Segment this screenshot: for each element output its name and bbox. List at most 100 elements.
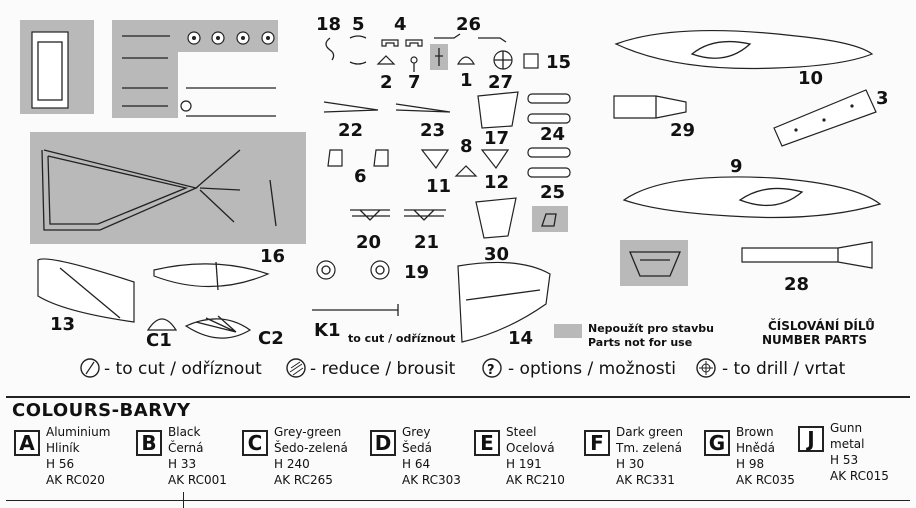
colour-a-ak: AK RC020: [46, 473, 105, 487]
colour-b-ak: AK RC001: [168, 473, 227, 487]
colour-code-j: J: [798, 426, 824, 452]
label-5: 5: [352, 14, 365, 35]
colour-d-h: H 64: [402, 457, 431, 471]
label-22: 22: [338, 120, 363, 141]
label-29: 29: [670, 120, 695, 141]
part-8: [454, 165, 478, 177]
colour-code-e: E: [474, 430, 500, 456]
label-18: 18: [316, 14, 341, 35]
part-5a: [349, 35, 367, 39]
colour-a-name-en: Aluminium: [46, 425, 111, 439]
label-19: 19: [404, 262, 429, 283]
colour-g-ak: AK RC035: [736, 473, 795, 487]
part-14: [457, 261, 551, 343]
colour-b-name-cz: Černá: [168, 441, 204, 455]
label-11: 11: [426, 176, 451, 197]
label-27: 27: [488, 72, 513, 93]
part-24a: [527, 93, 571, 104]
colour-c-ak: AK RC265: [274, 473, 333, 487]
label-16: 16: [260, 246, 285, 267]
colour-j-h: H 53: [830, 453, 859, 467]
label-7: 7: [408, 72, 421, 93]
part-23: [395, 103, 451, 113]
label-9: 9: [730, 156, 743, 177]
label-13: 13: [50, 314, 75, 335]
part-1: [456, 56, 476, 65]
label-30: 30: [484, 244, 509, 265]
label-1: 1: [460, 70, 473, 91]
label-17: 17: [484, 128, 509, 149]
legend-cut-text: - to cut / odříznout: [104, 359, 262, 379]
colour-code-a: A: [14, 430, 40, 456]
legend-options: ? - options / možnosti: [482, 358, 676, 379]
colour-code-c: C: [242, 430, 268, 456]
part-25a: [527, 147, 571, 158]
colour-a-name-cz: Hliník: [46, 441, 80, 455]
label-21: 21: [414, 232, 439, 253]
label-23: 23: [420, 120, 445, 141]
part-21: [404, 209, 446, 221]
colour-e-h: H 191: [506, 457, 542, 471]
label-2: 2: [380, 72, 393, 93]
legend-reduce-text: - reduce / brousit: [310, 359, 456, 379]
colour-g-name-en: Brown: [736, 425, 774, 439]
fuselage-9: [622, 176, 882, 219]
colour-c-name-en: Grey-green: [274, 425, 342, 439]
label-25: 25: [540, 182, 565, 203]
label-3: 3: [876, 88, 889, 109]
part-22: [323, 101, 379, 113]
part-30: [475, 197, 517, 239]
colour-d-name-en: Grey: [402, 425, 431, 439]
colour-code-d: D: [370, 430, 396, 456]
question-icon: [482, 358, 502, 378]
part-15: [523, 53, 539, 69]
part-3: [773, 89, 877, 147]
wheel-19a: [316, 260, 336, 280]
grey-note-line2: Parts not for use: [588, 336, 692, 349]
colour-b-h: H 33: [168, 457, 197, 471]
colour-code-f: F: [584, 430, 610, 456]
colour-a-h: H 56: [46, 457, 75, 471]
colour-code-g: G: [704, 430, 730, 456]
legend-drill-text: - to drill / vrtat: [722, 359, 846, 379]
part-26a: [434, 33, 461, 39]
label-12: 12: [484, 172, 509, 193]
bottom-rule: [6, 500, 910, 501]
label-26: 26: [456, 14, 481, 35]
part-20: [350, 209, 390, 221]
label-6: 6: [354, 166, 367, 187]
part-28: [741, 241, 873, 269]
label-14: 14: [508, 328, 533, 349]
parts-diagram: 18 5 4 26 2 7 1 27 15 10 3 29 22 23 17 2…: [20, 14, 889, 379]
colour-f-name-cz: Tm. zelená: [616, 441, 683, 455]
colour-c-h: H 240: [274, 457, 310, 471]
sprue-bracket: [620, 240, 688, 286]
wheel-19b: [370, 260, 390, 280]
colour-d-ak: AK RC303: [402, 473, 461, 487]
part-6a: [327, 149, 343, 167]
canopy-c2: [184, 318, 252, 339]
colour-e-name-en: Steel: [506, 425, 537, 439]
part-7: [410, 56, 418, 64]
part-29: [613, 95, 687, 119]
colours-title: COLOURS-BARVY: [12, 400, 191, 421]
colour-f-name-en: Dark green: [616, 425, 683, 439]
part-4a: [381, 39, 399, 47]
label-4: 4: [394, 14, 407, 35]
part-12: [480, 149, 510, 170]
numbering-title-line2: NUMBER PARTS: [762, 333, 867, 347]
colour-g-h: H 98: [736, 457, 765, 471]
colour-c-name-cz: Šedo-zelená: [274, 441, 348, 455]
numbering-title-line1: ČÍSLOVÁNÍ DÍLŮ: [768, 318, 875, 333]
label-20: 20: [356, 232, 381, 253]
label-24: 24: [540, 124, 565, 145]
grey-legend-swatch: [554, 324, 582, 338]
colour-d-name-cz: Šedá: [402, 441, 432, 455]
colour-e-name-cz: Ocelová: [506, 441, 555, 455]
colour-j-name-cz: metal: [830, 437, 865, 451]
label-c1: C1: [146, 330, 172, 351]
colour-code-b: B: [136, 430, 162, 456]
part-16: [153, 263, 270, 288]
sprue-frame-large: [30, 132, 306, 244]
